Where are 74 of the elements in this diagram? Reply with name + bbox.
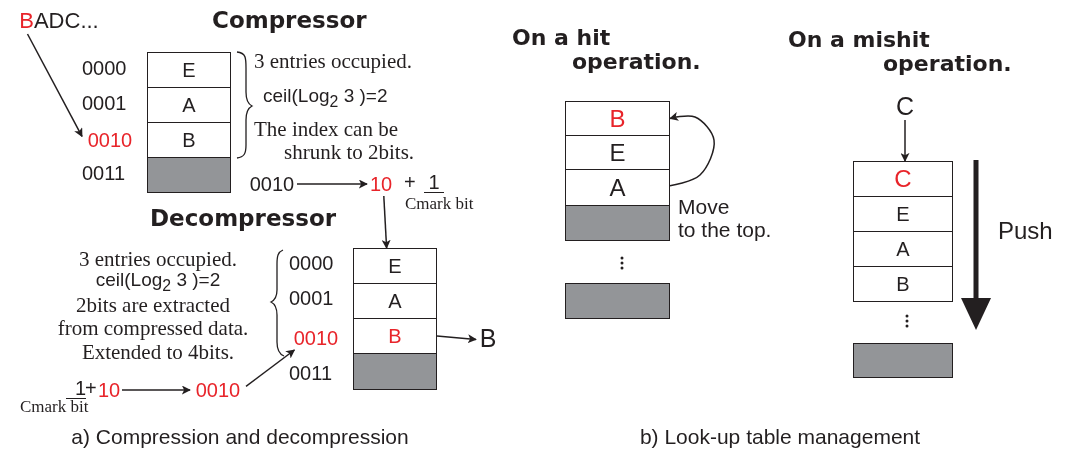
table-entry: B bbox=[896, 272, 910, 296]
bit-string: 10 bbox=[367, 172, 395, 196]
table-heading: Compressor bbox=[212, 8, 368, 33]
arrow bbox=[381, 195, 391, 249]
table-entry: E bbox=[896, 202, 910, 226]
table-entry: B bbox=[388, 324, 402, 348]
caption: b) Look-up table management bbox=[638, 426, 922, 449]
table-row bbox=[853, 266, 953, 302]
arrow bbox=[245, 349, 296, 388]
table-heading: Decompressor bbox=[150, 206, 338, 231]
table-row bbox=[147, 87, 231, 123]
table-entry: B bbox=[609, 104, 626, 133]
note-text: Extended to 4bits. bbox=[80, 341, 236, 364]
table-entry: A bbox=[182, 93, 196, 117]
note-text: Push bbox=[998, 218, 1054, 244]
cmark-bit: 1 bbox=[66, 378, 86, 399]
empty-table-row bbox=[565, 283, 670, 319]
address-label: 0011 bbox=[82, 163, 126, 185]
table-entry: A bbox=[388, 289, 402, 313]
table-entry: C bbox=[894, 165, 912, 193]
table-row bbox=[353, 318, 437, 354]
address-label: 0010 bbox=[82, 128, 138, 152]
table-row bbox=[353, 248, 437, 284]
table-entry: A bbox=[896, 237, 910, 261]
note-text: The index can be shrunk to 2bits. bbox=[254, 118, 416, 164]
address-label: 0000 bbox=[289, 253, 335, 275]
note-text: 2bits are extracted from compressed data. bbox=[56, 294, 250, 340]
table-entry: B bbox=[182, 128, 196, 152]
note-text: Move to the top. bbox=[678, 196, 773, 242]
table-row bbox=[565, 135, 670, 170]
table-entry: A bbox=[609, 173, 626, 202]
arrow bbox=[900, 119, 910, 162]
table-row bbox=[147, 52, 231, 88]
note-text: 3 entries occupied. bbox=[254, 50, 414, 73]
empty-table-row bbox=[353, 353, 437, 390]
table-row bbox=[353, 283, 437, 319]
caption: a) Compression and decompression bbox=[70, 426, 410, 449]
plus-sign: + bbox=[404, 172, 417, 194]
address-label: 0011 bbox=[289, 363, 333, 385]
table-entry: E bbox=[388, 254, 402, 278]
section-heading: On a mishit operation. bbox=[788, 28, 1013, 76]
arrow bbox=[669, 112, 715, 187]
empty-table-row bbox=[147, 157, 231, 193]
address-label: 0001 bbox=[289, 288, 335, 310]
bit-string: 10 bbox=[96, 378, 122, 402]
arrow bbox=[121, 385, 191, 395]
cmark-bit: 1 bbox=[424, 172, 444, 193]
table-entry: E bbox=[182, 58, 196, 82]
address-label: 0010 bbox=[289, 326, 343, 350]
table-row bbox=[853, 231, 953, 267]
arrow bbox=[436, 334, 477, 344]
table-entry: E bbox=[609, 138, 626, 167]
input-symbol: C bbox=[892, 92, 918, 120]
arrow bbox=[26, 33, 83, 138]
table-row bbox=[565, 169, 670, 206]
output-symbol: B bbox=[476, 324, 500, 352]
table-row bbox=[147, 122, 231, 158]
empty-table-row bbox=[853, 343, 953, 378]
section-heading: On a hit operation. bbox=[512, 26, 702, 74]
bit-string: 0010 bbox=[190, 378, 246, 402]
formula-text: ceil(Log$_{2}$ 3 )=2 bbox=[94, 270, 221, 294]
table-row bbox=[853, 196, 953, 232]
arrow bbox=[296, 179, 368, 189]
cmark-bit-label: Cmark bit bbox=[405, 195, 475, 214]
cmark-bit-label: Cmark bit bbox=[20, 398, 90, 417]
bit-string: 0010 bbox=[247, 172, 297, 196]
table-row bbox=[853, 161, 953, 197]
address-label: 0000 bbox=[82, 58, 128, 80]
plus-sign: + bbox=[85, 378, 97, 400]
input-sequence: BADC... bbox=[14, 8, 104, 34]
formula-text: ceil(Log$_{2}$ 3 )=2 bbox=[263, 86, 389, 110]
empty-table-row bbox=[565, 205, 670, 241]
table-row bbox=[565, 101, 670, 136]
address-label: 0001 bbox=[82, 93, 128, 115]
